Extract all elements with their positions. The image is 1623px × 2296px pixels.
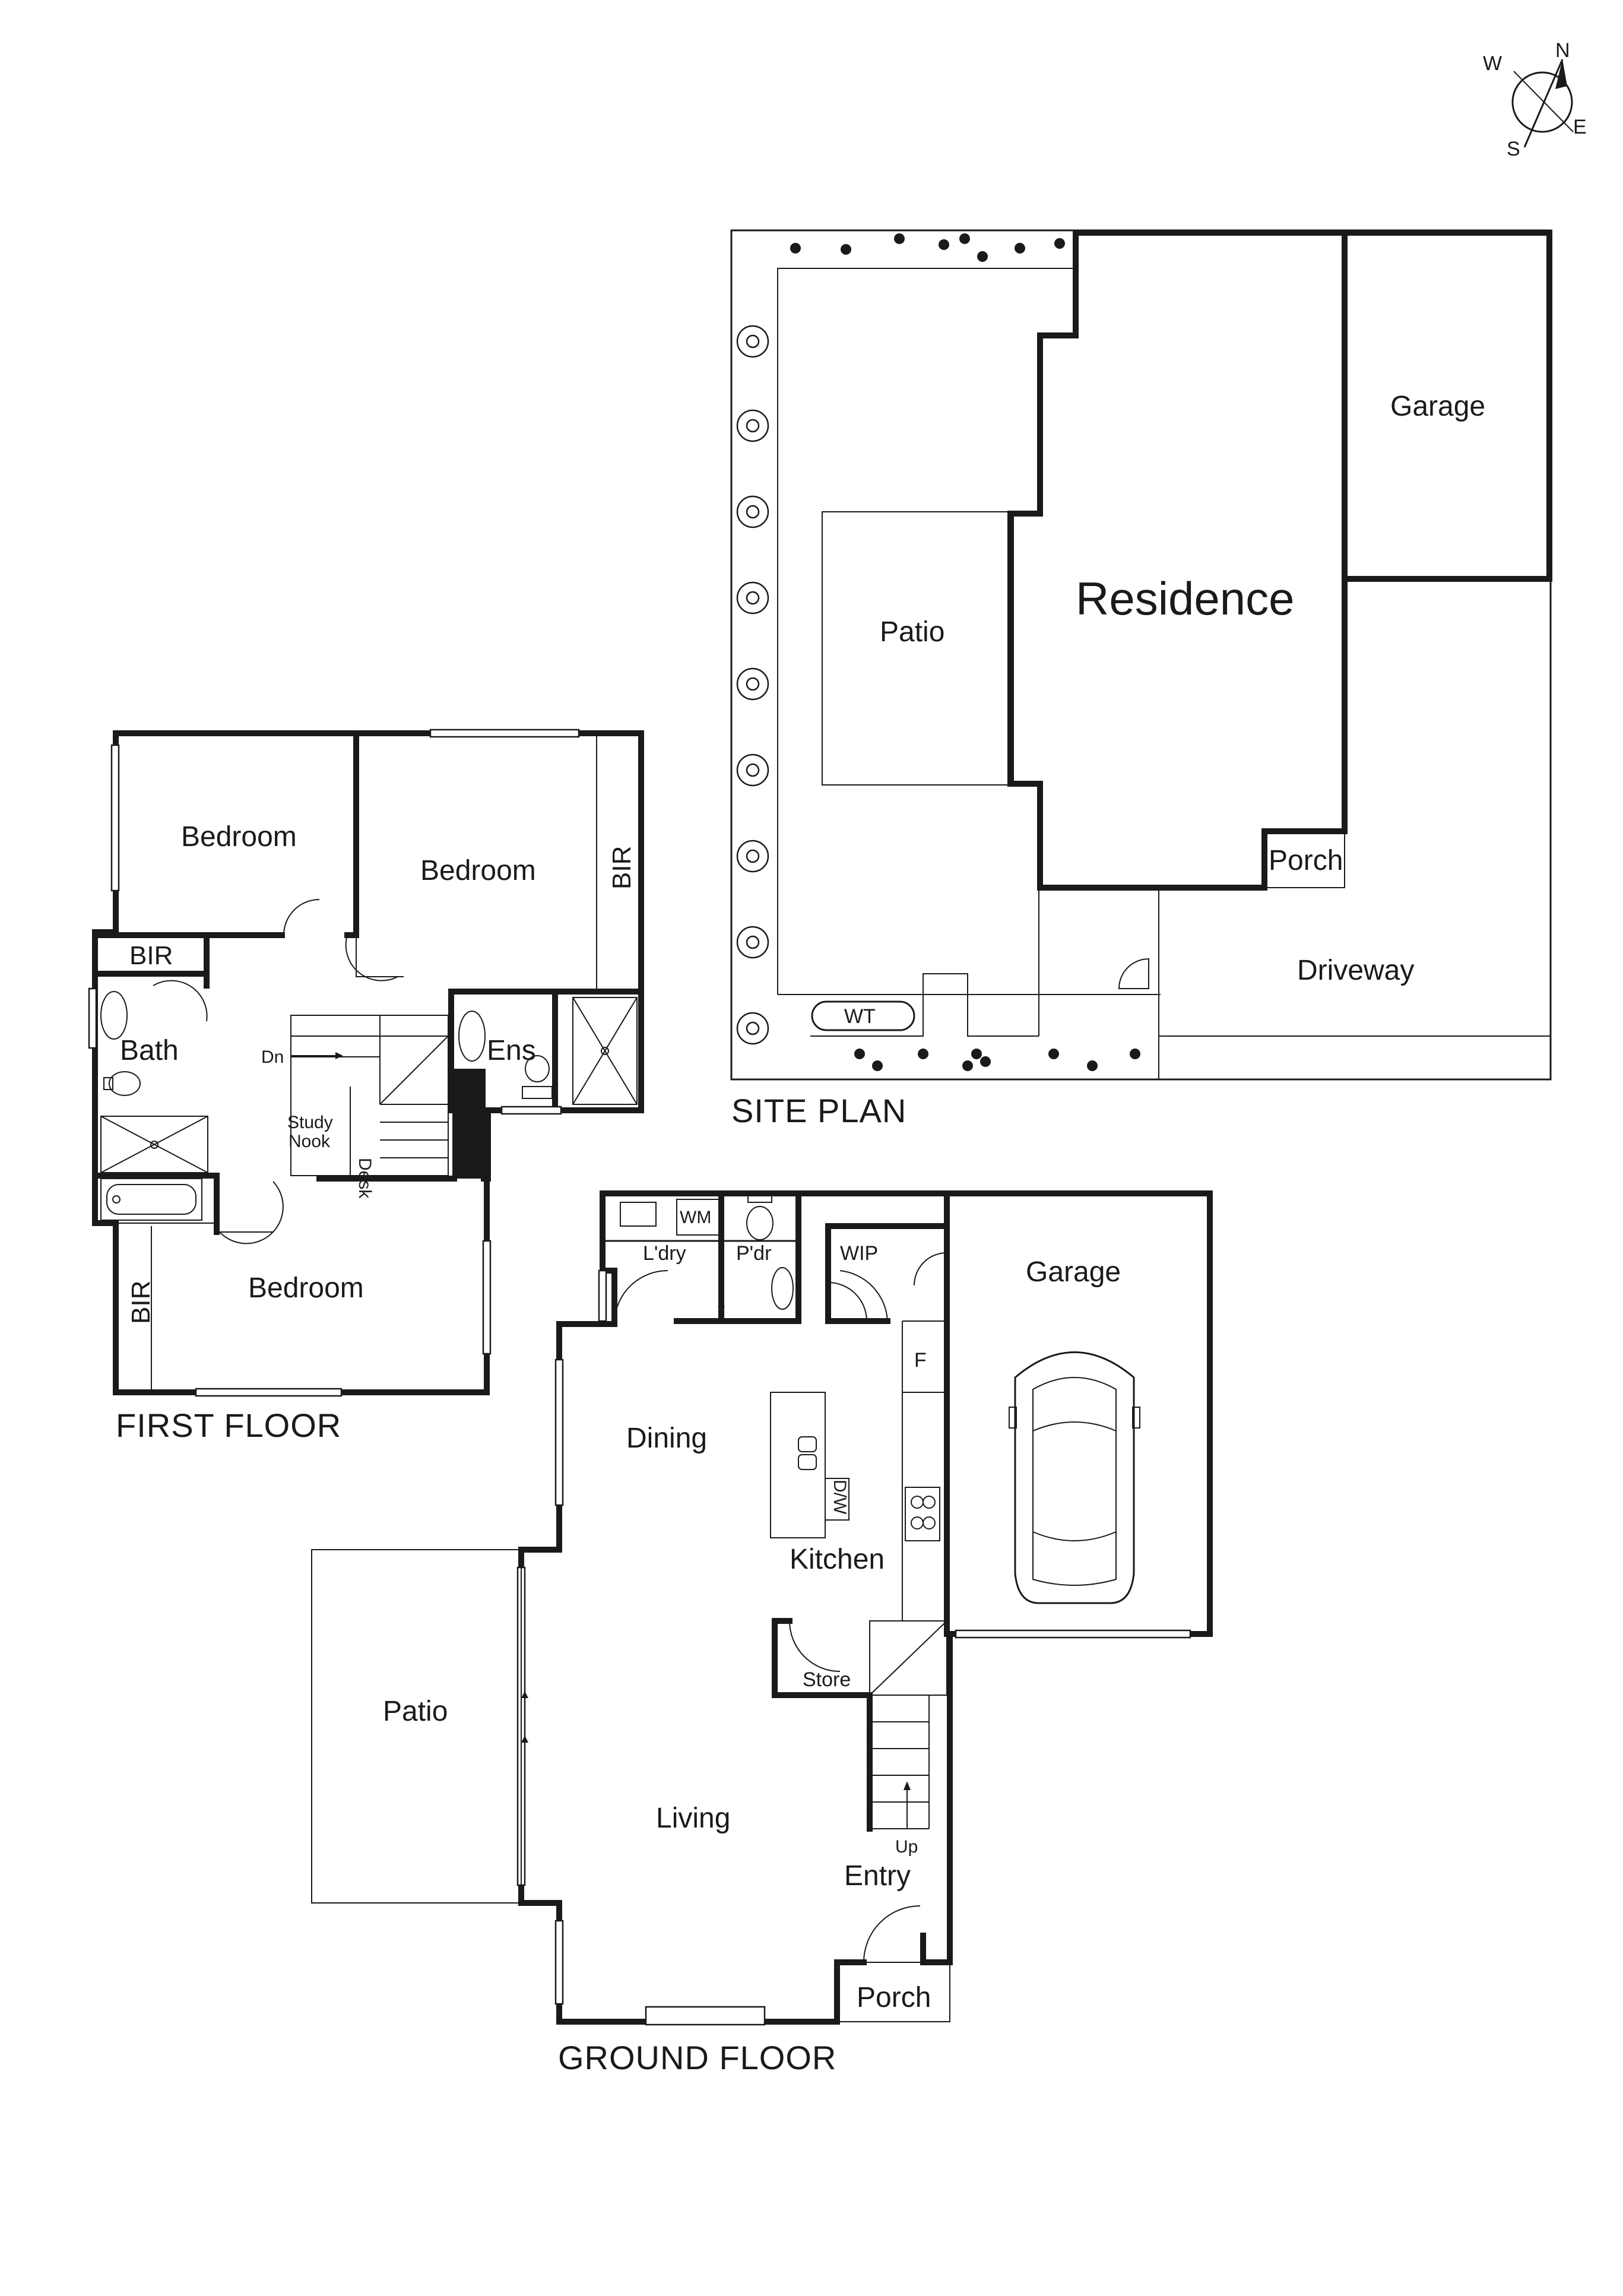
site-boundary	[730, 229, 1552, 1081]
compass-east-label: E	[1573, 116, 1587, 138]
gf-wip-label: WIP	[840, 1242, 878, 1265]
compass-rose: N W E S	[1483, 39, 1587, 160]
first-floor-plan: Bedroom Bedroom Bedroom BIR BIR BIR Bath…	[88, 729, 644, 1444]
site-garage-label: Garage	[1390, 391, 1485, 422]
gf-wm-label: WM	[680, 1208, 711, 1227]
compass-south-label: S	[1507, 138, 1520, 160]
ff-desk-label: Desk	[355, 1158, 375, 1199]
ff-bir-main-label: BIR	[607, 846, 636, 889]
water-tank	[811, 1000, 915, 1031]
ff-bedroom-nw-label: Bedroom	[181, 821, 297, 853]
ff-stair-down-label: Dn	[261, 1047, 284, 1067]
gf-patio-area	[311, 1549, 522, 1904]
ff-ensuite-label: Ens	[487, 1035, 536, 1066]
site-water-tank-label: WT	[844, 1005, 876, 1028]
gf-stair-up-label: Up	[895, 1837, 918, 1857]
gf-garage-label: Garage	[1026, 1256, 1121, 1288]
ff-bedroom-ne-label: Bedroom	[420, 855, 536, 886]
site-driveway-label: Driveway	[1297, 955, 1414, 986]
gf-kitchen-label: Kitchen	[790, 1544, 885, 1575]
ff-bedroom-s-label: Bedroom	[248, 1272, 364, 1304]
ff-study-label-line1: Study	[287, 1113, 333, 1132]
site-porch	[1264, 831, 1345, 888]
gf-living-label: Living	[656, 1803, 730, 1834]
compass-west-label: W	[1483, 52, 1502, 75]
gf-dining-label: Dining	[626, 1423, 707, 1454]
ff-bath-label: Bath	[120, 1035, 179, 1066]
ground-floor-plan: L'dry WM P'dr WIP Garage F Dining D/W Ki…	[311, 1190, 1213, 2076]
site-residence-label: Residence	[1076, 572, 1295, 625]
boundary-trees	[736, 325, 769, 1045]
ff-bir-top-label: BIR	[129, 941, 173, 970]
site-plan: Residence Garage Patio Porch Driveway WT…	[730, 229, 1552, 1129]
ff-bir-bottom-label: BIR	[126, 1281, 156, 1324]
gf-fridge-label: F	[914, 1349, 927, 1372]
first-floor-title: FIRST FLOOR	[116, 1407, 341, 1444]
gf-powder-label: P'dr	[736, 1242, 771, 1265]
kitchen-island	[770, 1392, 826, 1538]
site-patio	[822, 511, 1014, 786]
site-patio-label: Patio	[880, 616, 944, 648]
gf-porch-label: Porch	[857, 1982, 931, 2013]
gf-laundry-label: L'dry	[643, 1242, 686, 1265]
gf-entry-label: Entry	[844, 1860, 911, 1892]
ff-study-label-line2: Nook	[289, 1132, 331, 1151]
site-plan-title: SITE PLAN	[731, 1092, 906, 1129]
gf-store-label: Store	[803, 1668, 851, 1691]
car-symbol	[1009, 1351, 1140, 1604]
site-residence-outline	[1007, 230, 1348, 891]
ground-floor-title: GROUND FLOOR	[558, 2039, 836, 2076]
boundary-shrubs	[790, 233, 1140, 1071]
site-porch-label: Porch	[1269, 845, 1343, 876]
gf-dishwasher-label: D/W	[830, 1480, 849, 1515]
gf-patio-label: Patio	[383, 1696, 448, 1727]
compass-north-label: N	[1555, 39, 1570, 62]
site-garage-outline	[1342, 230, 1552, 582]
